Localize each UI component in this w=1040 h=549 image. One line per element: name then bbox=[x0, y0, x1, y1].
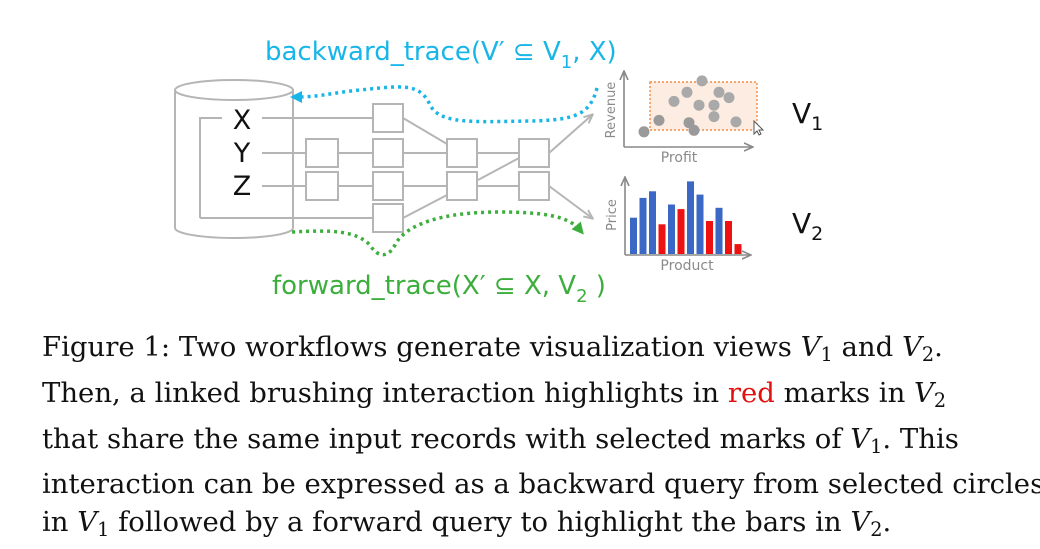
scatter-point bbox=[723, 92, 735, 104]
backward-trace-label: backward_trace(V′ ⊆ V1, X) bbox=[265, 37, 617, 73]
workflow-nodes bbox=[305, 103, 550, 233]
workflow-figure: backward_trace(V′ ⊆ V1, X) X Y Z bbox=[174, 37, 823, 307]
scatter-point bbox=[708, 99, 720, 111]
scatter-point bbox=[693, 99, 705, 111]
input-label-x: X bbox=[233, 105, 252, 136]
bar bbox=[668, 204, 675, 254]
caption-line-1: Figure 1: Two workflows generate visuali… bbox=[42, 331, 943, 366]
workflow-edges bbox=[199, 115, 592, 218]
forward-trace-path bbox=[291, 210, 584, 257]
caption-line-4: interaction can be expressed as a backwa… bbox=[42, 468, 1040, 501]
database-cylinder bbox=[174, 79, 294, 239]
view-label-v1: V1 bbox=[792, 97, 823, 135]
bar-xlabel: Product bbox=[660, 258, 714, 274]
bar bbox=[649, 191, 656, 254]
bar bbox=[687, 181, 694, 254]
cursor-icon bbox=[753, 119, 765, 136]
scatter-point bbox=[668, 95, 680, 107]
bar-ylabel: Price bbox=[605, 199, 620, 231]
bar bbox=[630, 217, 637, 254]
bar-highlighted bbox=[677, 209, 685, 254]
figure-caption: Figure 1: Two workflows generate visuali… bbox=[42, 328, 1040, 549]
bar-highlighted bbox=[734, 244, 742, 254]
scatter-point bbox=[730, 116, 742, 128]
input-label-z: Z bbox=[233, 171, 252, 202]
scatter-chart-v1: Revenue Profit bbox=[604, 72, 765, 166]
scatter-point bbox=[638, 126, 650, 138]
caption-line-2: Then, a linked brushing interaction high… bbox=[42, 376, 947, 412]
scatter-points bbox=[638, 75, 742, 138]
scatter-ylabel: Revenue bbox=[604, 82, 619, 139]
caption-line-3: that share the same input records with s… bbox=[42, 422, 959, 458]
bar bbox=[696, 194, 704, 254]
scatter-point bbox=[653, 114, 665, 126]
scatter-point bbox=[696, 75, 708, 87]
caption-line-5: in V1 followed by a forward query to hig… bbox=[42, 506, 892, 542]
scatter-point bbox=[708, 111, 720, 123]
bar-highlighted bbox=[706, 221, 713, 254]
scatter-point bbox=[681, 86, 693, 98]
backward-trace-path bbox=[290, 85, 599, 124]
scatter-point bbox=[683, 117, 695, 129]
bar-highlighted bbox=[658, 224, 666, 254]
bar-chart-v2: Price Product bbox=[605, 178, 750, 274]
bar bbox=[715, 207, 723, 254]
input-label-y: Y bbox=[233, 138, 251, 169]
scatter-point bbox=[713, 86, 725, 98]
bar-highlighted bbox=[725, 221, 732, 254]
bar bbox=[639, 197, 647, 254]
forward-trace-label: forward_trace(X′ ⊆ X, V2 ) bbox=[272, 271, 606, 307]
bars bbox=[630, 181, 742, 254]
scatter-xlabel: Profit bbox=[661, 150, 698, 166]
view-label-v2: V2 bbox=[792, 207, 823, 245]
